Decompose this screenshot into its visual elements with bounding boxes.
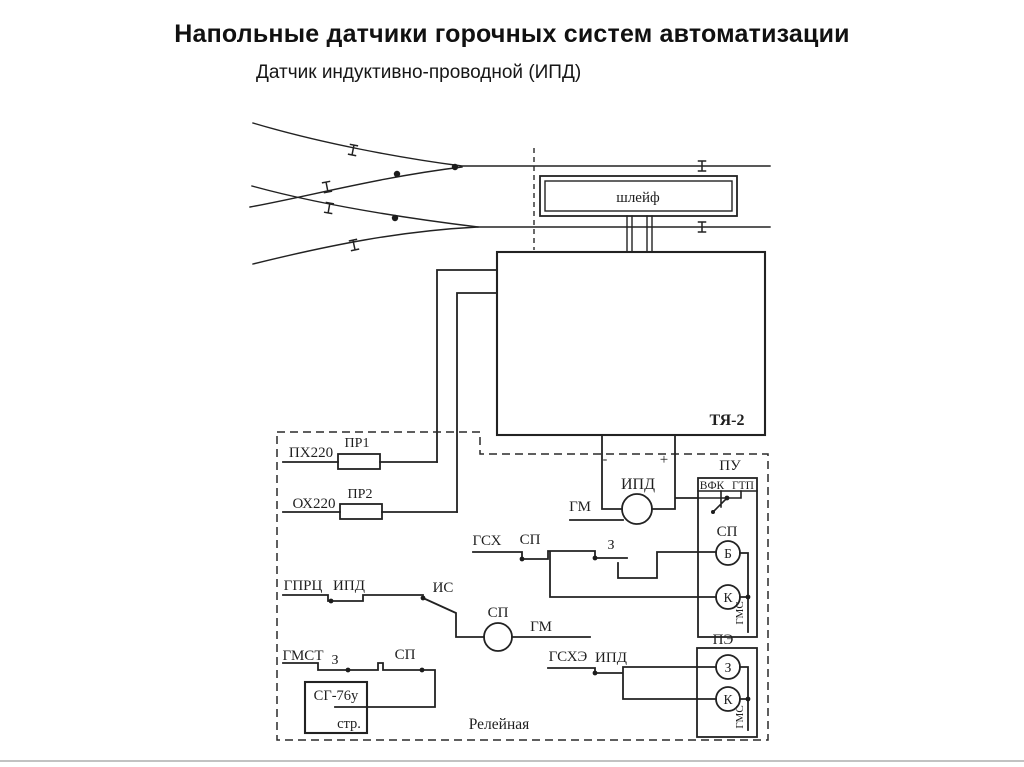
switch-machine-sub-label: стр. bbox=[337, 716, 361, 732]
sensor-unit-box bbox=[495, 250, 767, 437]
loop-inner bbox=[544, 180, 733, 212]
gprc-circuit: ГПРЦ ИПД ИС СП ГМ bbox=[282, 578, 591, 652]
gm-stub-label: ГМ bbox=[569, 499, 591, 515]
pe-gms-label: ГМС bbox=[734, 705, 746, 728]
pu-box bbox=[697, 477, 758, 638]
ipd-relay: - + ИПД ГМ bbox=[569, 434, 699, 525]
switch-point-dot bbox=[391, 214, 399, 222]
z-contact-label: З bbox=[607, 538, 614, 553]
vfk-gtp-contact bbox=[697, 490, 742, 513]
loop-label: шлейф bbox=[616, 190, 660, 206]
sensor-unit: ТЯ-2 bbox=[436, 250, 767, 513]
feed2-label: ОХ220 bbox=[293, 496, 336, 512]
gprc-wire bbox=[282, 594, 485, 638]
insulated-joint-icon bbox=[347, 143, 359, 157]
switch-machine-box bbox=[303, 680, 369, 735]
switch-point-dot bbox=[451, 163, 459, 171]
relay-room-label: Релейная bbox=[469, 716, 530, 733]
vfk-label: ВФК bbox=[700, 480, 725, 492]
gmst-label: ГМСТ bbox=[283, 648, 324, 664]
contact-pivot-dot bbox=[345, 667, 351, 673]
gm-wire-label: ГМ bbox=[530, 619, 552, 635]
junction-dot bbox=[745, 696, 751, 702]
switch-point-dot bbox=[393, 170, 401, 178]
relay-room-boundary bbox=[276, 431, 769, 741]
feed1-label: ПХ220 bbox=[289, 445, 333, 461]
contact-pivot-dot bbox=[592, 555, 598, 561]
loop-leads bbox=[626, 215, 653, 253]
relay-k2-label: К bbox=[723, 692, 733, 707]
is-contact-label: ИС bbox=[433, 580, 454, 596]
page-title: Напольные датчики горочных систем автома… bbox=[174, 20, 850, 48]
relay-room: Релейная bbox=[276, 431, 769, 741]
gsxe-wire bbox=[547, 666, 717, 700]
sensor-unit-label: ТЯ-2 bbox=[710, 412, 745, 429]
gsxe-label: ГСХЭ bbox=[549, 649, 588, 665]
polarity-plus: + bbox=[660, 452, 668, 468]
gprc-label: ГПРЦ bbox=[284, 578, 323, 594]
contact-pivot-dot bbox=[328, 598, 334, 604]
relay-z-label: З bbox=[725, 660, 732, 675]
sp-contact-label: СП bbox=[395, 647, 416, 663]
pu-sp-label: СП bbox=[717, 524, 738, 540]
gsx-wire bbox=[472, 550, 717, 598]
power-feed-2: ОХ220 ПР2 bbox=[282, 487, 458, 520]
contact-pivot-dot bbox=[592, 670, 598, 676]
junction-dot bbox=[745, 594, 751, 600]
ipd-coil-wires bbox=[601, 434, 699, 510]
loop-outer bbox=[539, 175, 738, 217]
gsx-label: ГСХ bbox=[473, 533, 502, 549]
z-contact-label: З bbox=[331, 653, 338, 668]
contact-pivot-dot bbox=[519, 556, 525, 562]
polarity-minus: - bbox=[603, 452, 608, 467]
track-curve bbox=[249, 166, 463, 208]
sp-relay-label: СП bbox=[488, 605, 509, 621]
ipd-coil-label: ИПД bbox=[621, 476, 655, 493]
gtp-label: ГТП bbox=[732, 480, 754, 492]
pe-box bbox=[696, 647, 758, 738]
gmst-circuit: ГМСТ З СП СГ-76у стр. bbox=[282, 647, 436, 735]
pu-label: ПУ bbox=[719, 458, 741, 474]
contact-pivot-dot bbox=[711, 510, 715, 514]
insulated-joint-icon bbox=[323, 201, 335, 215]
gsx-circuit: ГСХ СП З bbox=[472, 532, 717, 598]
contact-pivot-dot bbox=[419, 667, 425, 673]
insulated-joint-icon bbox=[321, 180, 333, 194]
ipd-contact-label: ИПД bbox=[595, 650, 627, 666]
sp-relay-coil bbox=[483, 622, 513, 652]
page-subtitle: Датчик индуктивно-проводной (ИПД) bbox=[256, 62, 582, 83]
bottom-divider bbox=[0, 760, 1024, 762]
track-curve bbox=[251, 185, 771, 228]
contact-pivot-dot bbox=[420, 595, 426, 601]
sp-contact-label: СП bbox=[520, 532, 541, 548]
fuse1-label: ПР1 bbox=[345, 436, 370, 451]
pu-gms-label: ГМС bbox=[734, 601, 746, 624]
fuse-pr1 bbox=[337, 453, 381, 470]
pe-label: ПЭ bbox=[713, 632, 734, 648]
track-curve bbox=[252, 122, 771, 167]
fuse-pr2 bbox=[339, 503, 383, 520]
relay-b-label: Б bbox=[724, 546, 732, 561]
power-feed-1: ПХ220 ПР1 bbox=[282, 436, 438, 470]
track-plan bbox=[249, 122, 771, 265]
contact-pivot-dot bbox=[724, 495, 730, 501]
relay-k-label: К bbox=[723, 590, 733, 605]
ipd-relay-coil bbox=[621, 493, 653, 525]
sensor-unit-feed-wires bbox=[436, 269, 498, 513]
ipd-contact-label: ИПД bbox=[333, 578, 365, 594]
switch-machine-label: СГ-76у bbox=[314, 688, 359, 704]
loop-antenna: шлейф bbox=[539, 175, 738, 253]
fuse2-label: ПР2 bbox=[348, 487, 373, 502]
pe-block: ПЭ З К ГМС bbox=[696, 632, 758, 738]
gsxe-circuit: ГСХЭ ИПД bbox=[547, 649, 717, 700]
pu-block: ПУ ВФК ГТП СП Б К ГМС bbox=[697, 458, 758, 638]
track-curve bbox=[252, 226, 479, 265]
